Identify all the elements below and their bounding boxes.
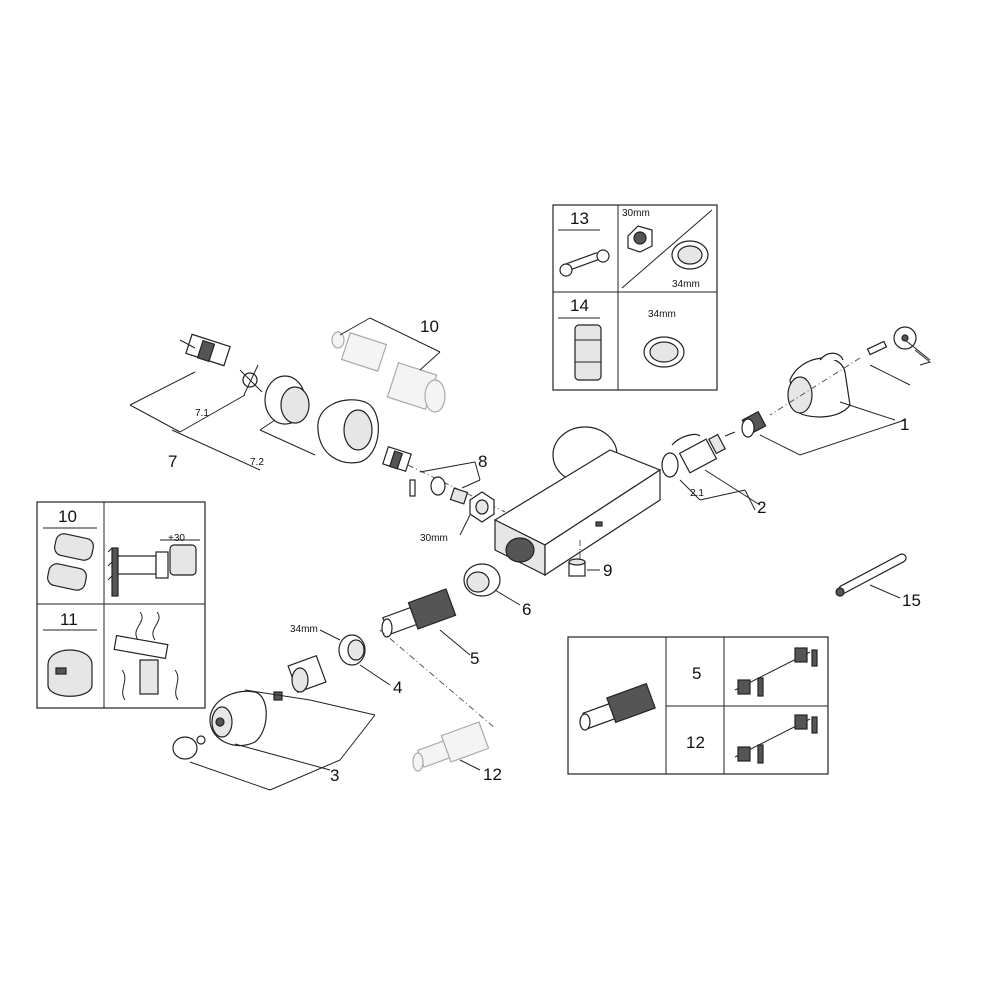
thermostat-body [493,426,662,577]
hot-water-warning-icon [113,611,179,701]
mounting-detail-5-icon [734,647,818,697]
cap-icon [47,649,93,697]
label-part-3: 3 [330,766,339,785]
part-12-cartridge-ghost [412,721,490,772]
tools-size-34mm: 34mm [672,279,700,290]
mounting-detail-12-icon [734,714,818,764]
extension-box [36,501,206,709]
label-part-7-1: 7.1 [195,408,209,419]
part-15-thermometer [835,553,907,599]
cartridge-label-12: 12 [686,733,705,752]
extension-label-11: 11 [60,610,78,629]
tools-label-14: 14 [570,296,589,315]
part-4-nut [319,629,391,686]
label-part-15: 15 [902,591,921,610]
label-part-4-size: 34mm [290,624,318,635]
label-part-6: 6 [522,600,531,619]
tools-label-13: 13 [570,209,589,228]
part-3-flow-handle [172,654,376,791]
part-9-plug [568,558,600,577]
cartridge-icon [579,682,656,731]
label-part-4: 4 [393,678,402,697]
part-2-thermostat-element [661,410,767,511]
part-8-check-valve [382,445,506,536]
part-7-eccentric-connection [129,333,316,471]
wall-mount-extension-icon [107,539,200,597]
part-6-ring [463,563,521,606]
ring-34mm-large-icon [643,336,685,368]
label-part-1: 1 [900,415,909,434]
label-part-5: 5 [470,649,479,668]
extension-label-10: 10 [58,507,77,526]
label-part-8: 8 [478,452,487,471]
cartridge-box [567,636,829,775]
part-10-extension-ghost [331,317,446,413]
label-part-7-2: 7.2 [250,457,264,468]
label-part-8-size: 30mm [420,533,448,544]
extension-size-plus-30: +30 [168,533,185,544]
label-part-12: 12 [483,765,502,784]
tools-size-30mm: 30mm [622,208,650,219]
tools-box [552,204,718,391]
ring-34mm-icon [671,240,709,270]
wrench-icon [559,249,610,277]
label-part-10: 10 [420,317,439,336]
part-1-temperature-handle [759,326,932,456]
tools-size-34mm-ring: 34mm [648,309,676,320]
extension-pieces-icon [47,533,94,591]
cartridge-label-5: 5 [692,664,701,683]
cover-cap [317,399,379,464]
nut-30mm-icon [627,225,653,253]
part-5-cartridge [379,588,496,729]
label-part-7: 7 [168,452,177,471]
label-part-9: 9 [603,561,612,580]
label-part-2-1: 2.1 [690,488,704,499]
sleeve-tool-icon [574,324,602,381]
label-part-2: 2 [757,498,766,517]
